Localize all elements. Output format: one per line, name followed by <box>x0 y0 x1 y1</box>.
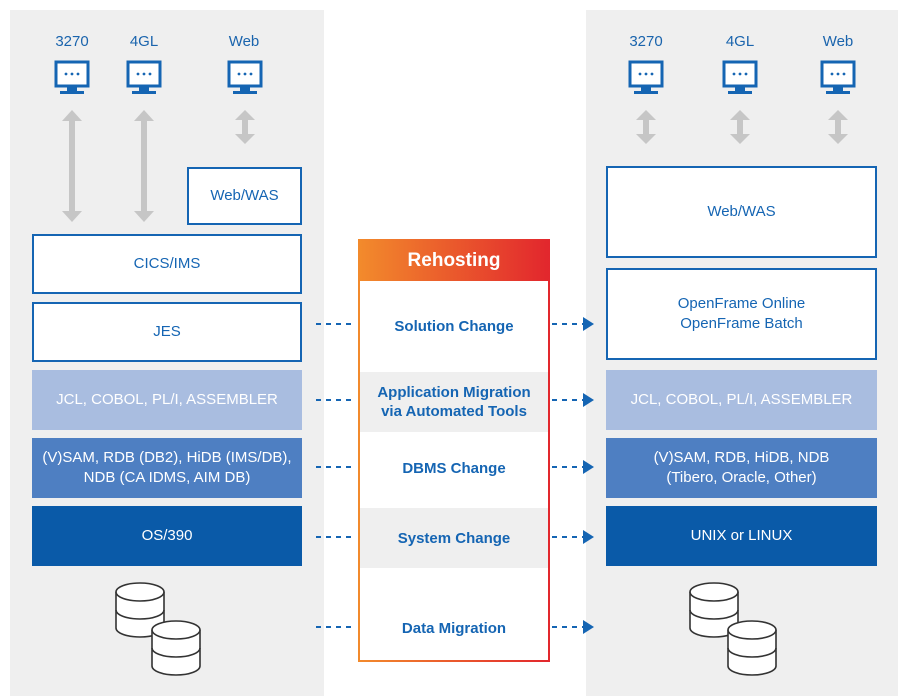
terminal-label-4gl: 4GL <box>725 33 755 50</box>
web-was-label: Web/WAS <box>210 187 279 204</box>
cics-ims-label: CICS/IMS <box>133 255 201 272</box>
step-label: Application Migration <box>377 384 531 401</box>
dbms-layer: (V)SAM, RDB (DB2), HiDB (IMS/DB), NDB (C… <box>32 438 302 498</box>
step-label: Data Migration <box>401 620 507 637</box>
dashed-arrow-icon <box>552 530 594 544</box>
double-arrow-icon <box>636 110 656 144</box>
os-layer: UNIX or LINUX <box>606 506 877 566</box>
terminal-label-3270: 3270 <box>55 33 89 50</box>
monitor-icon <box>628 60 664 96</box>
double-arrow-icon <box>134 110 154 222</box>
cics-ims-box: CICS/IMS <box>32 234 302 294</box>
languages-layer: JCL, COBOL, PL/I, ASSEMBLER <box>32 370 302 430</box>
jes-box: JES <box>32 302 302 362</box>
double-arrow-icon <box>235 110 255 144</box>
double-arrow-icon <box>730 110 750 144</box>
dashed-arrow-icon <box>552 620 594 634</box>
double-arrow-icon <box>828 110 848 144</box>
terminal-label-4gl: 4GL <box>129 33 159 50</box>
dbms-label-line1: (V)SAM, RDB, HiDB, NDB <box>653 449 830 466</box>
dbms-layer: (V)SAM, RDB, HiDB, NDB (Tibero, Oracle, … <box>606 438 877 498</box>
languages-layer: JCL, COBOL, PL/I, ASSEMBLER <box>606 370 877 430</box>
step-data-migration: Data Migration <box>360 591 548 666</box>
step-system-change: System Change <box>360 508 548 568</box>
step-label: Solution Change <box>394 317 514 335</box>
monitor-icon <box>722 60 758 96</box>
jes-label: JES <box>153 323 181 340</box>
languages-label: JCL, COBOL, PL/I, ASSEMBLER <box>630 391 853 408</box>
step-solution-change: Solution Change <box>360 301 548 351</box>
monitor-icon <box>54 60 90 96</box>
database-icon <box>151 620 201 676</box>
step-application-migration: Application Migration via Automated Tool… <box>360 372 548 432</box>
openframe-box: OpenFrame Online OpenFrame Batch <box>606 268 877 360</box>
dbms-label-line2: (Tibero, Oracle, Other) <box>666 469 817 486</box>
languages-label: JCL, COBOL, PL/I, ASSEMBLER <box>56 391 278 408</box>
openframe-batch-label: OpenFrame Batch <box>680 315 803 332</box>
terminal-label-web: Web <box>822 33 854 50</box>
openframe-online-label: OpenFrame Online <box>677 295 806 312</box>
os-label: OS/390 <box>141 527 193 544</box>
terminal-label-3270: 3270 <box>629 33 663 50</box>
monitor-icon <box>126 60 162 96</box>
monitor-icon <box>227 60 263 96</box>
web-was-label: Web/WAS <box>707 203 776 220</box>
step-dbms-change: DBMS Change <box>360 438 548 498</box>
database-icon <box>727 620 777 676</box>
monitor-icon <box>820 60 856 96</box>
dbms-label-line1: (V)SAM, RDB (DB2), HiDB (IMS/DB), <box>42 449 292 466</box>
os-layer: OS/390 <box>32 506 302 566</box>
rehosting-column: Rehosting Solution Change Application Mi… <box>358 239 550 662</box>
terminal-label-web: Web <box>228 33 260 50</box>
double-arrow-icon <box>62 110 82 222</box>
web-was-box: Web/WAS <box>187 167 302 225</box>
web-was-box: Web/WAS <box>606 166 877 258</box>
dashed-arrow-icon <box>552 460 594 474</box>
os-label: UNIX or LINUX <box>690 527 793 544</box>
step-label: System Change <box>397 529 511 547</box>
rehosting-title: Rehosting <box>360 241 548 281</box>
dashed-arrow-icon <box>552 393 594 407</box>
dbms-label-line2: NDB (CA IDMS, AIM DB) <box>83 469 251 486</box>
step-label: via Automated Tools <box>381 403 527 420</box>
dashed-arrow-icon <box>552 317 594 331</box>
step-label: DBMS Change <box>402 459 506 477</box>
